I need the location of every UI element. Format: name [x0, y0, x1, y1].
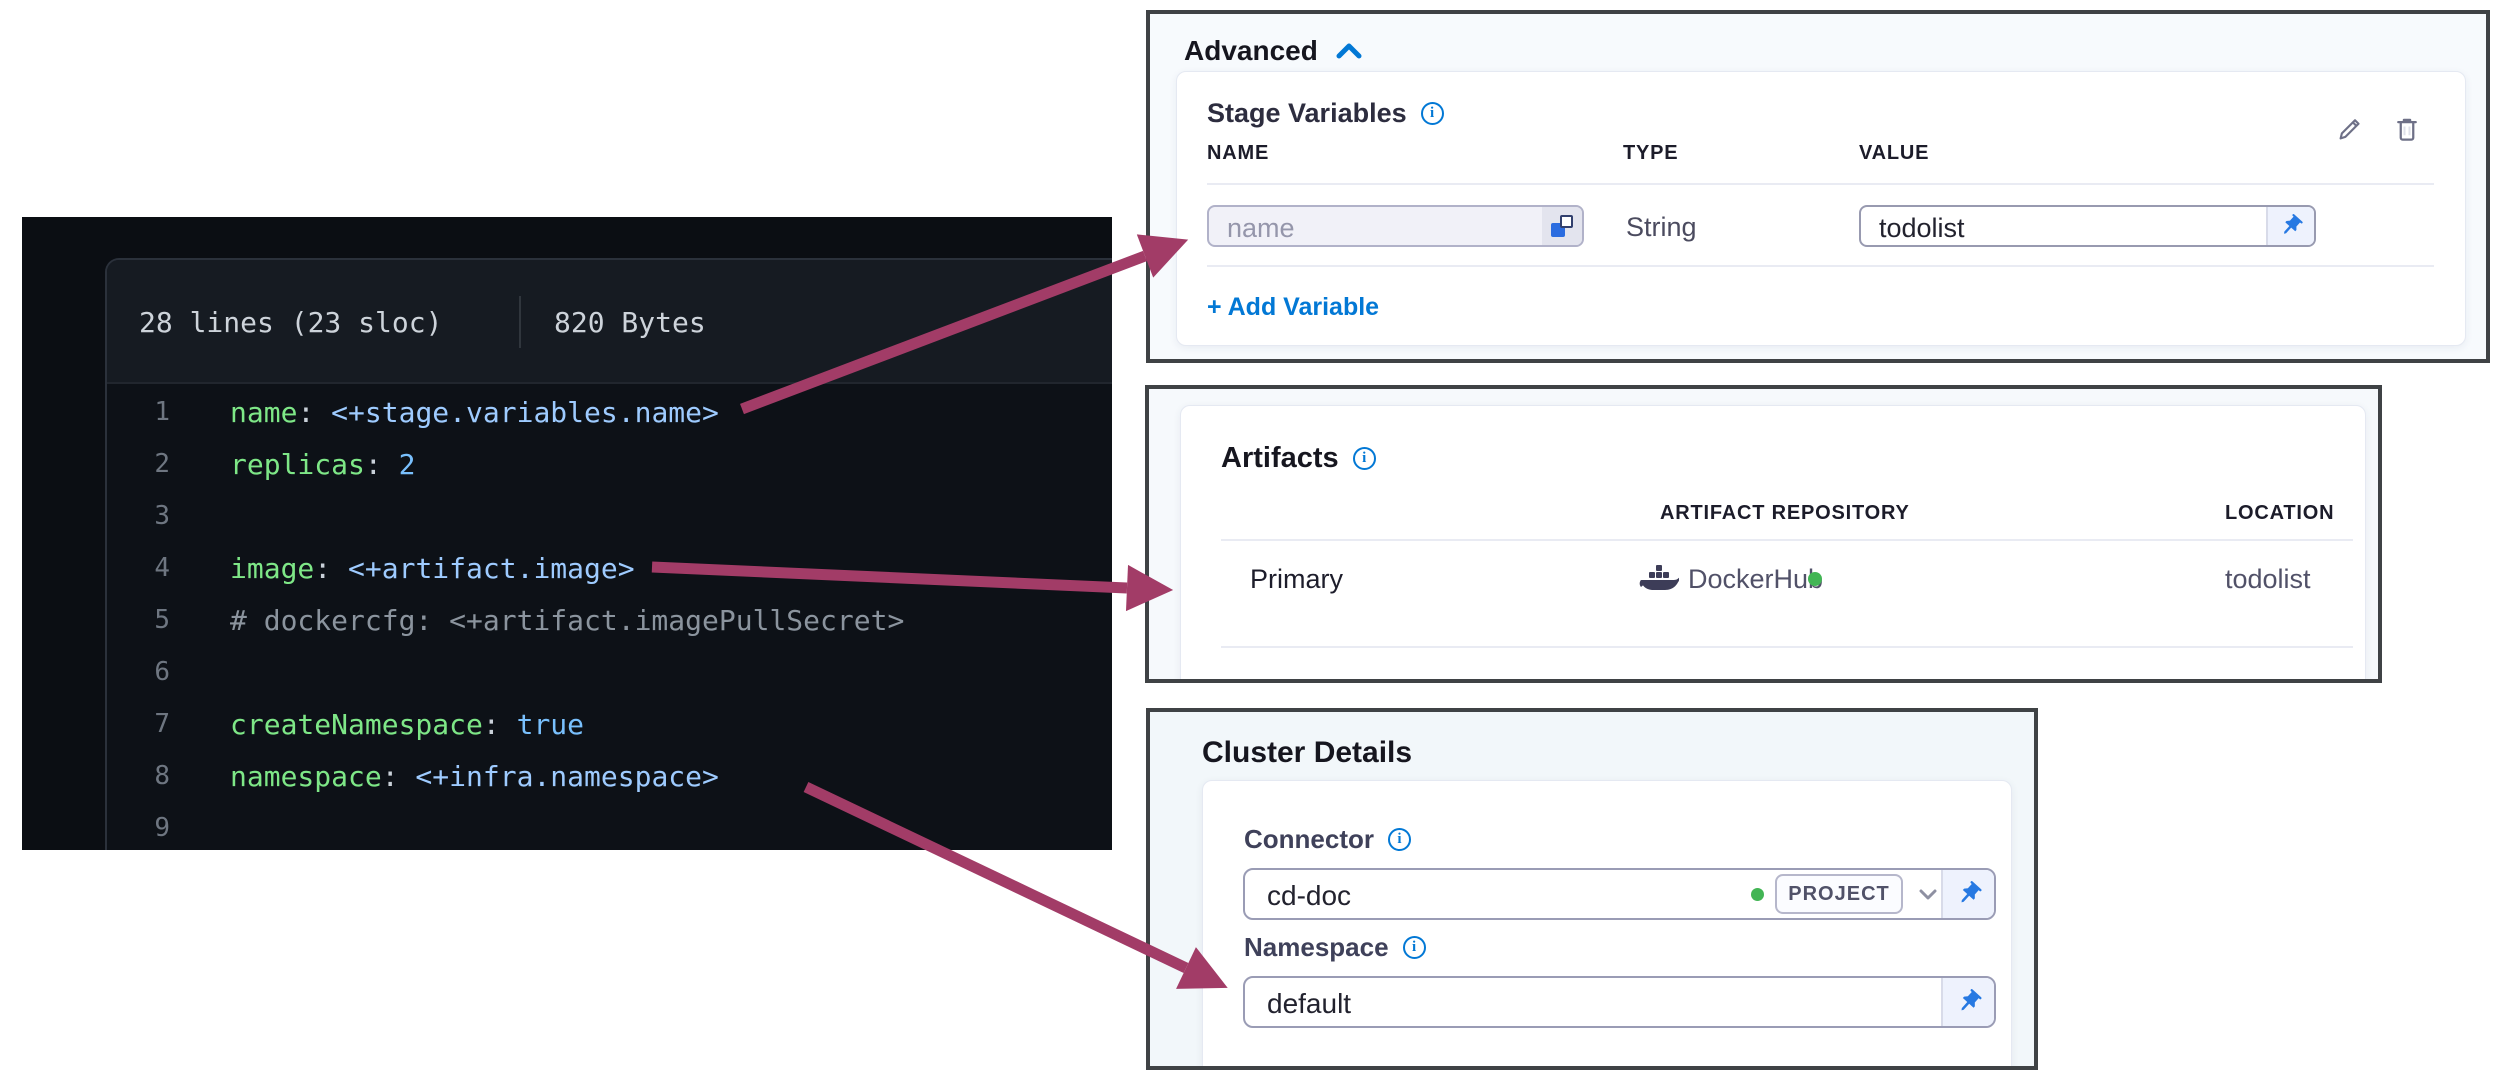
- table-divider: [1221, 646, 2353, 648]
- line-number: 1: [154, 397, 170, 427]
- info-icon[interactable]: [1352, 447, 1376, 470]
- code-file-box: 28 lines (23 sloc) 820 Bytes 1 name: <+st…: [105, 258, 1112, 850]
- column-header-value: VALUE: [1859, 142, 1930, 164]
- code-line: 7 createNamespace: true: [107, 698, 1112, 750]
- column-header-type: TYPE: [1623, 142, 1679, 164]
- code-line: 4 image: <+artifact.image>: [107, 542, 1112, 594]
- line-number: 6: [154, 657, 170, 687]
- delete-button[interactable]: [2393, 114, 2421, 144]
- table-divider: [1207, 265, 2434, 267]
- copy-icon: [1551, 215, 1573, 237]
- code-text: # dockercfg: <+artifact.imagePullSecret>: [230, 603, 905, 637]
- fixed-value-pin-button[interactable]: [2266, 207, 2314, 245]
- copy-button[interactable]: [1542, 207, 1582, 245]
- line-number: 4: [154, 553, 170, 583]
- namespace-input[interactable]: default: [1243, 976, 1996, 1028]
- line-number: 2: [154, 449, 170, 479]
- artifacts-title: Artifacts: [1221, 442, 1339, 474]
- code-text: createNamespace: true: [230, 707, 585, 741]
- info-icon[interactable]: [1388, 828, 1411, 851]
- pencil-icon: [2339, 119, 2360, 140]
- code-line: 8 namespace: <+infra.namespace>: [107, 750, 1112, 802]
- artifacts-panel: Artifacts ARTIFACT REPOSITORY LOCATION P…: [1145, 385, 2382, 683]
- edit-button[interactable]: [2335, 114, 2365, 144]
- chevron-down-icon[interactable]: [1915, 883, 1941, 905]
- line-number: 9: [154, 813, 170, 843]
- table-divider: [1221, 539, 2353, 541]
- pin-icon: [2284, 214, 2303, 234]
- column-header-name: NAME: [1207, 142, 1270, 164]
- code-file-header: 28 lines (23 sloc) 820 Bytes: [107, 260, 1112, 384]
- connector-label: Connector: [1244, 824, 1374, 854]
- file-lines-count: 28 lines (23 sloc): [139, 306, 443, 339]
- namespace-value: default: [1267, 988, 1352, 1019]
- advanced-panel: Advanced Stage Variables NAME TYPE VALUE…: [1146, 10, 2490, 363]
- code-text: name: <+stage.variables.name>: [230, 395, 719, 429]
- scope-badge[interactable]: PROJECT: [1775, 874, 1903, 914]
- pin-icon: [1961, 881, 1982, 903]
- variable-name-input[interactable]: name: [1207, 205, 1584, 247]
- code-text: replicas: 2: [230, 447, 416, 481]
- code-line: 6: [107, 646, 1112, 698]
- artifact-label: Primary: [1250, 564, 1343, 594]
- info-icon[interactable]: [1420, 102, 1444, 125]
- variable-type: String: [1626, 212, 1697, 242]
- line-number: 5: [154, 605, 170, 635]
- column-header-artifact-repository: ARTIFACT REPOSITORY: [1660, 502, 1910, 524]
- docker-whale-icon: [1639, 564, 1679, 596]
- artifact-repository: DockerHub: [1688, 564, 1824, 594]
- artifact-location: todolist: [2225, 564, 2311, 594]
- cluster-details-panel: Cluster Details Connector cd-doc PROJECT…: [1146, 708, 2038, 1070]
- code-line: 3: [107, 490, 1112, 542]
- chevron-up-icon[interactable]: [1334, 40, 1364, 62]
- variable-name-placeholder: name: [1227, 213, 1295, 243]
- code-text: namespace: <+infra.namespace>: [230, 759, 719, 793]
- variable-value-input[interactable]: todolist: [1859, 205, 2316, 247]
- code-line: 9: [107, 802, 1112, 850]
- line-number: 8: [154, 761, 170, 791]
- line-number: 3: [154, 501, 170, 531]
- connector-value: cd-doc: [1267, 880, 1352, 911]
- fixed-value-pin-button[interactable]: [1941, 978, 1994, 1026]
- cluster-details-title: Cluster Details: [1202, 736, 1413, 769]
- connector-input[interactable]: cd-doc PROJECT: [1243, 868, 1996, 920]
- file-size: 820 Bytes: [554, 306, 706, 339]
- advanced-title: Advanced: [1184, 35, 1318, 66]
- stage-variables-card: Stage Variables NAME TYPE VALUE name Str…: [1176, 71, 2466, 346]
- code-line: 2 replicas: 2: [107, 438, 1112, 490]
- stage-variables-label: Stage Variables: [1207, 98, 1407, 128]
- info-icon[interactable]: [1402, 936, 1426, 959]
- code-lines: 1 name: <+stage.variables.name> 2 replicas:…: [107, 386, 1112, 850]
- header-separator: [519, 296, 521, 348]
- code-viewer-panel: 28 lines (23 sloc) 820 Bytes 1 name: <+st…: [22, 217, 1112, 850]
- add-variable-button[interactable]: + Add Variable: [1207, 293, 1380, 321]
- line-number: 7: [154, 709, 170, 739]
- column-header-location: LOCATION: [2225, 502, 2335, 524]
- table-divider: [1207, 183, 2434, 185]
- code-line: 1 name: <+stage.variables.name>: [107, 386, 1112, 438]
- cluster-details-card: Connector cd-doc PROJECT Namespace d: [1202, 780, 2012, 1066]
- code-text: image: <+artifact.image>: [230, 551, 635, 585]
- namespace-label: Namespace: [1244, 932, 1389, 962]
- status-dot: [1808, 572, 1822, 586]
- status-dot: [1751, 888, 1764, 901]
- trash-icon: [2397, 118, 2417, 141]
- variable-value: todolist: [1879, 213, 1965, 243]
- pin-icon: [1961, 989, 1982, 1011]
- artifacts-card: Artifacts ARTIFACT REPOSITORY LOCATION P…: [1180, 405, 2366, 679]
- fixed-value-pin-button[interactable]: [1941, 870, 1994, 918]
- code-line: 5 # dockercfg: <+artifact.imagePullSecret…: [107, 594, 1112, 646]
- advanced-section-toggle[interactable]: Advanced: [1184, 35, 1364, 67]
